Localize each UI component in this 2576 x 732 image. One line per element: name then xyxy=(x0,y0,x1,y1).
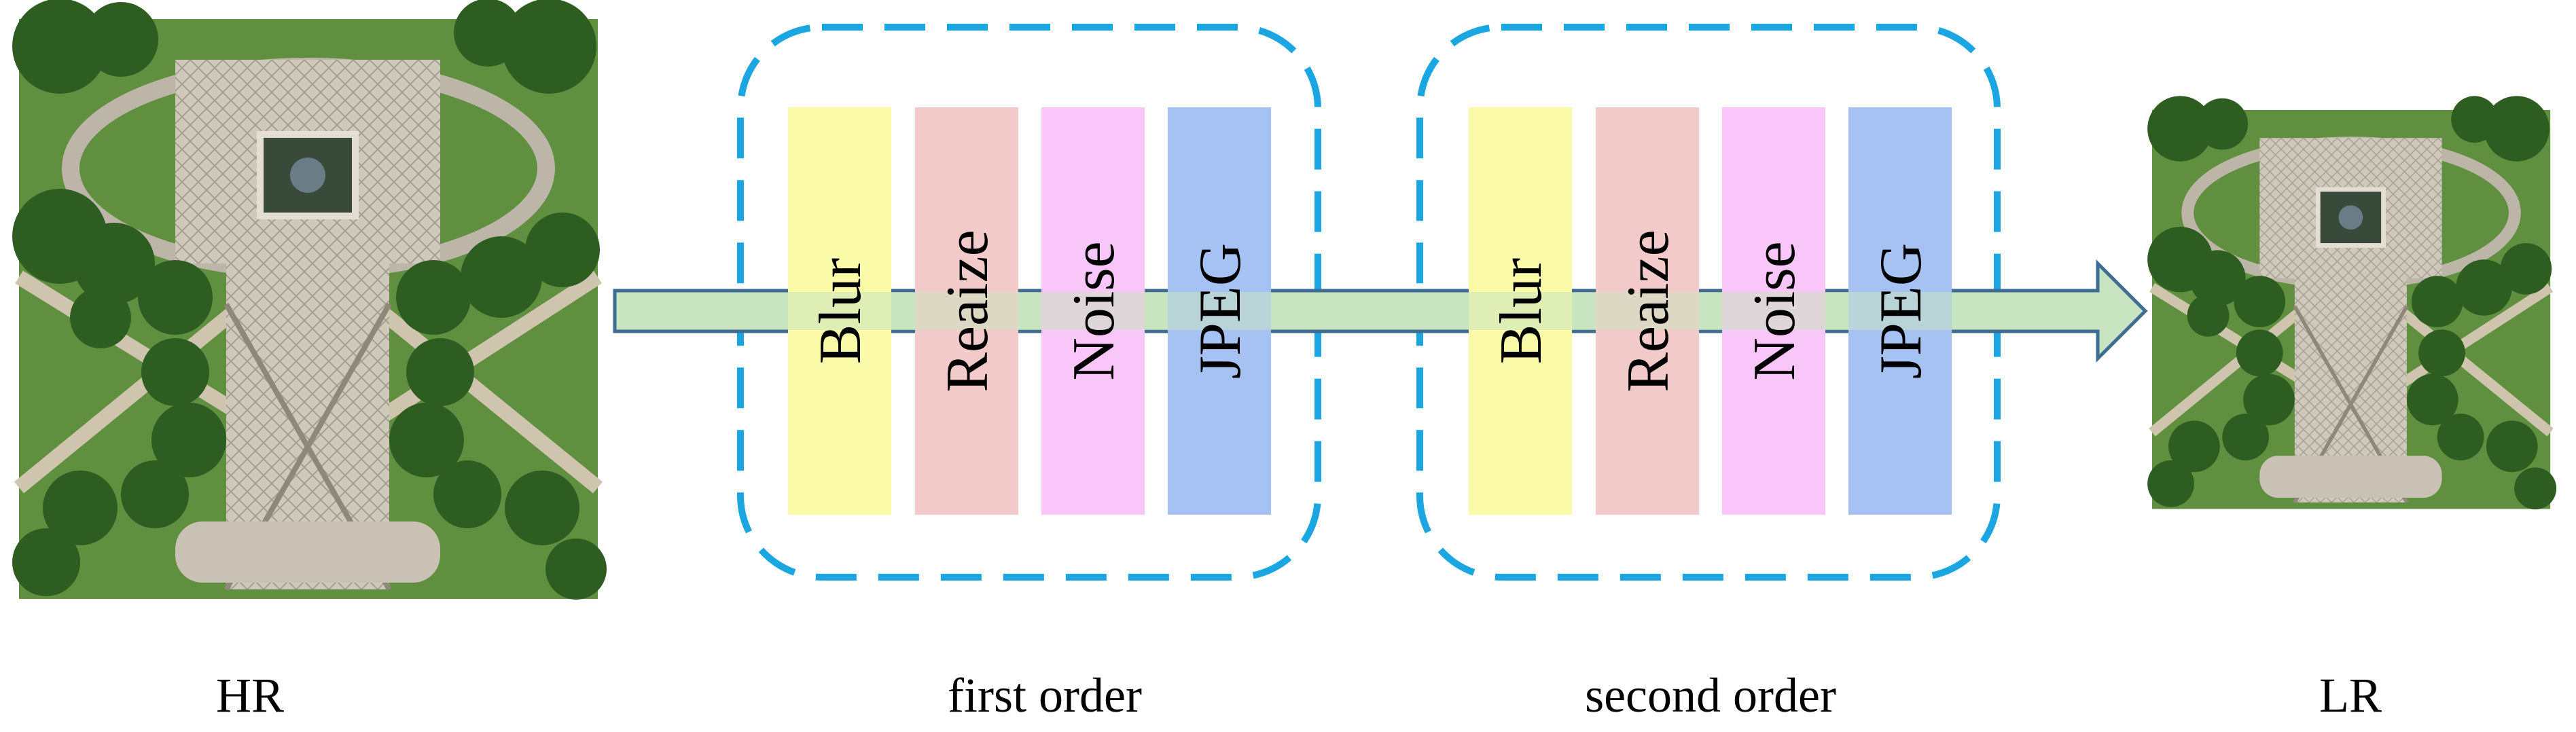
block-jpeg-label: JPEG xyxy=(1868,243,1934,380)
lr-image xyxy=(2147,96,2557,510)
second-order-dashed-box xyxy=(1416,24,2001,581)
lr-caption: LR xyxy=(2319,668,2382,722)
block-noise-label: Noise xyxy=(1742,241,1808,380)
aerial-park-icon xyxy=(12,0,607,600)
block-resize-label: Reaize xyxy=(1615,230,1681,392)
block-resize-label: Reaize xyxy=(935,230,1001,392)
aerial-park-icon xyxy=(2147,96,2557,510)
block-jpeg-label: JPEG xyxy=(1187,243,1253,380)
second-order-blocks: Blur Reaize Noise JPEG xyxy=(1469,107,1952,515)
hr-image xyxy=(12,0,607,600)
block-blur-label: Blur xyxy=(808,258,874,364)
second-order-caption: second order xyxy=(1585,668,1836,722)
first-order-caption: first order xyxy=(948,668,1142,722)
hr-caption: HR xyxy=(216,668,284,722)
first-order-dashed-box xyxy=(737,24,1321,581)
block-blur-label: Blur xyxy=(1488,258,1554,364)
block-noise-label: Noise xyxy=(1061,241,1127,380)
first-order-blocks: Blur Reaize Noise JPEG xyxy=(788,107,1271,515)
